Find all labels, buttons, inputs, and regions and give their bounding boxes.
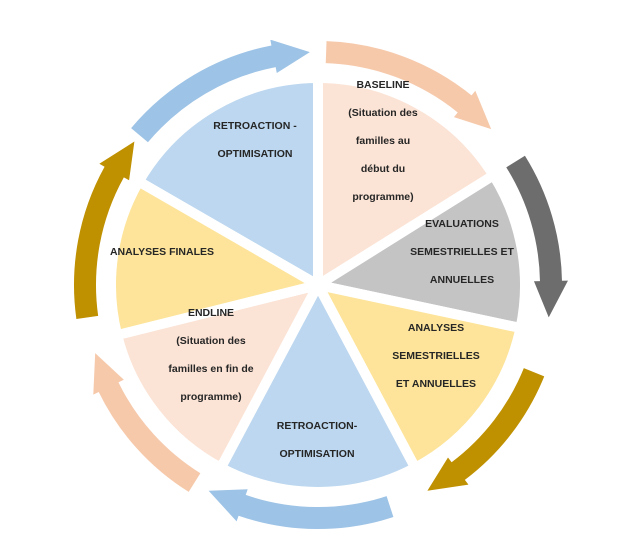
arrow-gold-left-icon <box>73 141 135 319</box>
arrow-blue-bottom-icon <box>208 489 394 529</box>
label-line: RETROACTION - <box>213 120 297 132</box>
label-line: SEMESTRIELLES ET <box>410 246 514 258</box>
top-crop-area <box>0 0 619 40</box>
label-line: familles en fin de <box>168 363 254 375</box>
label-evaluations: EVALUATIONS SEMESTRIELLES ET ANNUELLES <box>410 203 514 301</box>
arrow-peach-top-icon <box>325 41 492 130</box>
label-line: programme) <box>180 391 242 403</box>
slice-baseline <box>313 72 501 295</box>
arrow-grey-icon <box>506 155 568 318</box>
slice-analyses-semestrielles <box>308 277 527 475</box>
label-line: OPTIMISATION <box>217 148 293 160</box>
label-line: RETROACTION- <box>276 420 358 432</box>
label-line: ANALYSES <box>407 322 465 334</box>
label-line: ENDLINE <box>187 307 235 319</box>
label-line: BASELINE <box>356 79 410 91</box>
label-line: ET ANNUELLES <box>395 378 477 390</box>
label-analyses-finales: ANALYSES FINALES <box>110 231 214 273</box>
slice-evaluations <box>304 168 530 334</box>
arrow-blue-top-icon <box>131 39 310 143</box>
slice-retroaction-bottom <box>214 274 422 497</box>
slice-retroaction-top <box>131 72 323 294</box>
arrows-layer <box>73 39 568 529</box>
label-baseline: BASELINE (Situation des familles au débu… <box>348 64 417 218</box>
label-line: ANALYSES FINALES <box>109 246 215 258</box>
label-retroaction-bottom: RETROACTION- OPTIMISATION <box>277 405 358 475</box>
label-analyses-semestrielles: ANALYSES SEMESTRIELLES ET ANNUELLES <box>392 307 480 405</box>
label-line: OPTIMISATION <box>279 448 355 460</box>
arrow-gold-right-icon <box>427 368 545 491</box>
label-retroaction-top: RETROACTION - OPTIMISATION <box>213 105 296 175</box>
label-line: SEMESTRIELLES <box>392 350 480 362</box>
label-line: programme) <box>352 191 414 203</box>
label-endline: ENDLINE (Situation des familles en fin d… <box>168 292 253 418</box>
slice-endline <box>111 277 328 475</box>
label-line: début du <box>360 163 406 175</box>
label-line: (Situation des <box>176 335 246 347</box>
arrow-peach-left-icon <box>93 353 201 492</box>
label-line: (Situation des <box>348 107 418 119</box>
slice-analyses-finales <box>106 174 332 342</box>
slices-layer <box>106 72 530 497</box>
label-line: ANNUELLES <box>429 274 495 286</box>
label-line: familles au <box>355 135 411 147</box>
label-line: EVALUATIONS <box>425 218 499 230</box>
